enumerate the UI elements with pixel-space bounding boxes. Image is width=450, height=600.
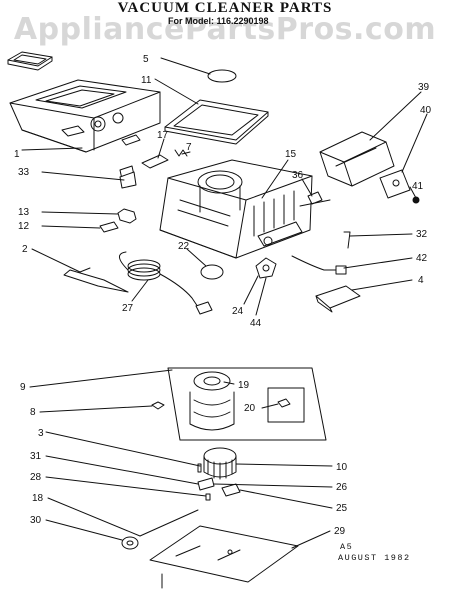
part-pedal <box>291 255 361 313</box>
callout-17: 17 <box>157 130 169 141</box>
footer: A5 AUGUST 1982 <box>338 542 411 563</box>
model-number: For Model: 116.2290198 <box>168 16 269 26</box>
callout-31: 31 <box>30 451 42 462</box>
callout-20: 20 <box>244 403 256 414</box>
part-screw-8 <box>151 401 165 410</box>
part-housing <box>159 159 313 259</box>
part-wheel <box>121 536 139 550</box>
callout-1: 1 <box>14 149 20 160</box>
part-gasket <box>164 99 269 145</box>
part-fan <box>197 447 241 497</box>
callout-13: 13 <box>18 207 30 218</box>
part-cord <box>119 251 213 315</box>
callout-44: 44 <box>250 318 262 329</box>
part-small-clips <box>99 171 137 233</box>
part-seal-ring <box>200 264 224 280</box>
callout-36: 36 <box>292 170 304 181</box>
part-screw-31 <box>205 493 211 501</box>
callout-12: 12 <box>18 221 30 232</box>
part-axle <box>139 509 199 537</box>
part-handle <box>7 51 53 71</box>
callout-labels: 5 11 39 40 1 17 7 15 33 36 41 13 12 32 2… <box>14 54 432 537</box>
callout-25: 25 <box>336 503 348 514</box>
callout-9: 9 <box>20 382 26 393</box>
callout-11: 11 <box>141 75 152 86</box>
callout-39: 39 <box>418 82 430 93</box>
part-motor-assembly <box>167 367 327 441</box>
part-bracket <box>63 267 129 293</box>
callout-33: 33 <box>18 167 30 178</box>
callout-26: 26 <box>336 482 348 493</box>
callout-15: 15 <box>285 149 297 160</box>
callout-41: 41 <box>412 181 424 192</box>
part-disk <box>207 69 237 83</box>
callout-30: 30 <box>30 515 42 526</box>
callout-3: 3 <box>38 428 44 439</box>
callout-5: 5 <box>143 54 149 65</box>
callout-28: 28 <box>30 472 42 483</box>
callout-4: 4 <box>418 275 424 286</box>
callout-19: 19 <box>238 380 250 391</box>
callout-24: 24 <box>232 306 244 317</box>
watermark: AppliancePartsPros.com <box>13 12 437 47</box>
callout-27: 27 <box>122 303 134 314</box>
leader-lines <box>21 57 428 549</box>
callout-40: 40 <box>420 105 432 116</box>
callout-42: 42 <box>416 253 428 264</box>
part-base-plate <box>149 525 299 583</box>
callout-8: 8 <box>30 407 36 418</box>
callout-32: 32 <box>416 229 428 240</box>
footer-code: A5 <box>340 542 353 552</box>
part-connectors <box>299 191 351 249</box>
part-top-cover <box>9 79 161 153</box>
callout-10: 10 <box>336 462 348 473</box>
callout-7: 7 <box>186 142 192 153</box>
callout-29: 29 <box>334 526 346 537</box>
diagram-title: Vacuum Cleaner Parts <box>117 0 333 16</box>
callout-22: 22 <box>178 241 190 252</box>
footer-date: AUGUST 1982 <box>338 553 411 563</box>
callout-2: 2 <box>22 244 28 255</box>
part-knob <box>255 257 277 279</box>
callout-18: 18 <box>32 493 44 504</box>
